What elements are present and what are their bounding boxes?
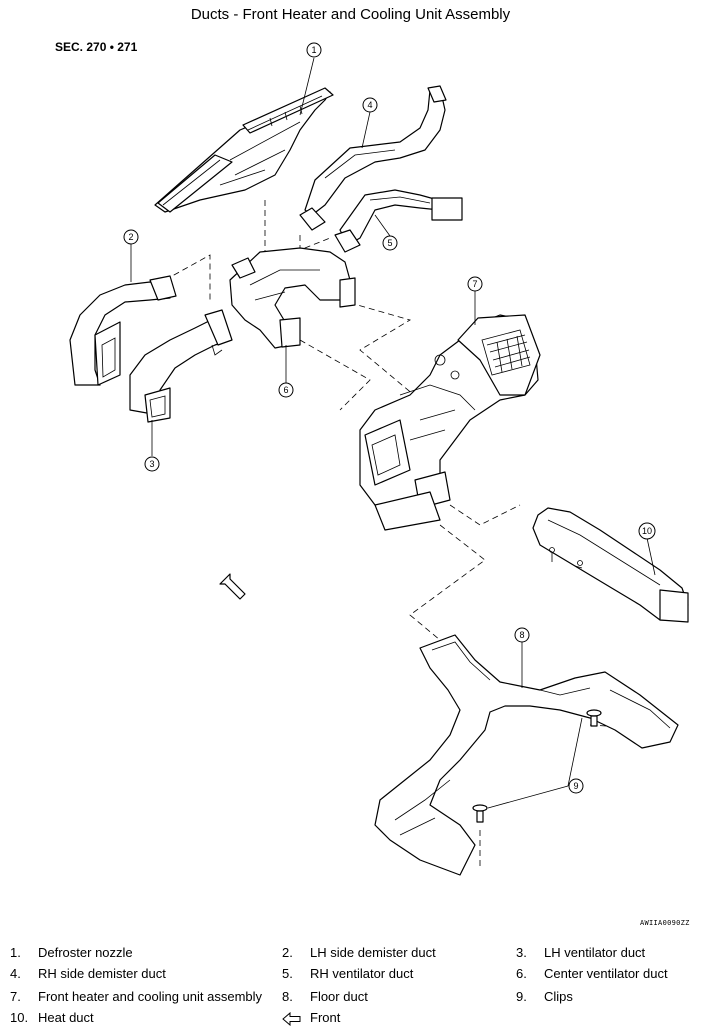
callout-4: 4 [362,97,378,113]
svg-text:9: 9 [573,781,578,791]
legend-number: 9. [516,989,527,1004]
legend-number: 6. [516,966,527,981]
legend-number: 4. [10,966,21,981]
legend-number: 8. [282,989,293,1004]
legend-number: 10. [10,1010,29,1025]
legend-label: LH ventilator duct [544,945,646,960]
rh-ventilator-duct-part [334,189,463,253]
svg-text:6: 6 [283,385,288,395]
page-title: Ducts - Front Heater and Cooling Unit As… [190,6,511,23]
svg-text:7: 7 [472,279,477,289]
callout-1: 1 [306,42,322,58]
svg-text:1: 1 [311,45,316,55]
floor-duct-part [374,634,679,876]
svg-text:8: 8 [519,630,524,640]
callout-10: 10 [638,522,656,540]
callout-9: 9 [568,778,584,794]
svg-text:3: 3 [149,459,154,469]
legend-label: Front heater and cooling unit assembly [38,989,263,1004]
legend-label: Center ventilator duct [544,966,668,981]
front-arrow-icon [219,573,246,600]
callout-6: 6 [278,382,294,398]
callout-7: 7 [467,276,483,292]
rh-side-demister-duct-part [299,85,447,231]
legend-number: 7. [10,989,21,1004]
legend-label: RH side demister duct [38,966,166,981]
legend-label: Floor duct [310,989,368,1004]
heat-duct-part [532,507,689,623]
lh-side-demister-duct-part [69,275,177,386]
legend-label: Heat duct [38,1010,94,1025]
svg-text:4: 4 [367,100,372,110]
heater-cooling-unit-part [359,314,541,531]
svg-text:2: 2 [128,232,133,242]
callout-5: 5 [382,235,398,251]
lh-ventilator-duct-part [129,309,233,423]
center-ventilator-duct-part [229,247,356,349]
callout-3: 3 [144,456,160,472]
figure-code: AWIIA0090ZZ [640,919,690,927]
front-legend-arrow-icon [282,1012,301,1026]
legend-label: Defroster nozzle [38,945,133,960]
legend-label: LH side demister duct [310,945,436,960]
legend-label: Front [310,1010,341,1025]
section-reference: SEC. 270 • 271 [55,40,138,54]
legend-label: RH ventilator duct [310,966,414,981]
legend-number: 3. [516,945,527,960]
legend-number: 2. [282,945,293,960]
defroster-nozzle-part [154,87,334,213]
svg-text:5: 5 [387,238,392,248]
clip-part [472,709,602,823]
svg-text:10: 10 [642,526,652,536]
callout-2: 2 [123,229,139,245]
legend-label: Clips [544,989,573,1004]
legend-number: 1. [10,945,21,960]
callout-8: 8 [514,627,530,643]
legend-number: 5. [282,966,293,981]
leader-lines [130,57,656,809]
